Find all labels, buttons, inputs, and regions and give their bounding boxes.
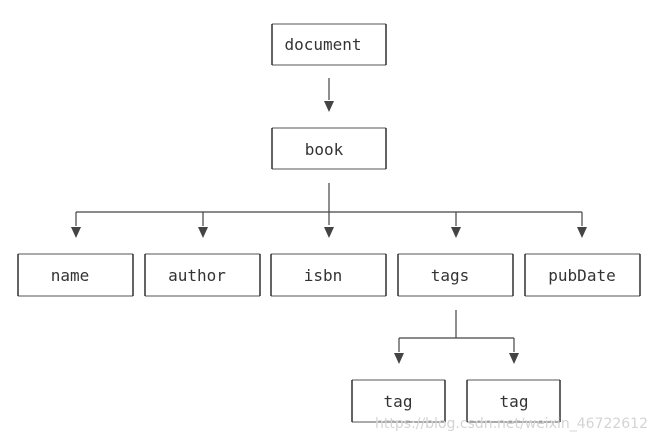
- node-tags: tags: [397, 253, 514, 297]
- node-isbn: isbn: [270, 253, 387, 297]
- connector-tags-children: [394, 310, 519, 364]
- connector-book-children: [71, 183, 587, 238]
- node-author-label: author: [168, 266, 226, 285]
- node-tag-1-label: tag: [384, 392, 413, 411]
- watermark-text: https://blog.csdn.net/weixin_46722612: [375, 416, 648, 432]
- node-pubdate: pubDate: [524, 253, 641, 297]
- node-isbn-label: isbn: [304, 266, 343, 285]
- node-name-label: name: [51, 266, 90, 285]
- node-tags-label: tags: [431, 266, 470, 285]
- node-tag-2: tag: [466, 379, 561, 423]
- node-pubdate-label: pubDate: [548, 266, 615, 285]
- node-document-label: document: [284, 35, 361, 54]
- node-name: name: [17, 253, 134, 297]
- arrowhead: [324, 101, 334, 112]
- node-tag-1: tag: [351, 379, 446, 423]
- node-document: document: [271, 23, 387, 66]
- connector-document-book: [324, 78, 334, 112]
- node-tag-2-label: tag: [500, 392, 529, 411]
- node-book: book: [271, 127, 387, 170]
- node-author: author: [144, 253, 261, 297]
- node-book-label: book: [305, 140, 344, 159]
